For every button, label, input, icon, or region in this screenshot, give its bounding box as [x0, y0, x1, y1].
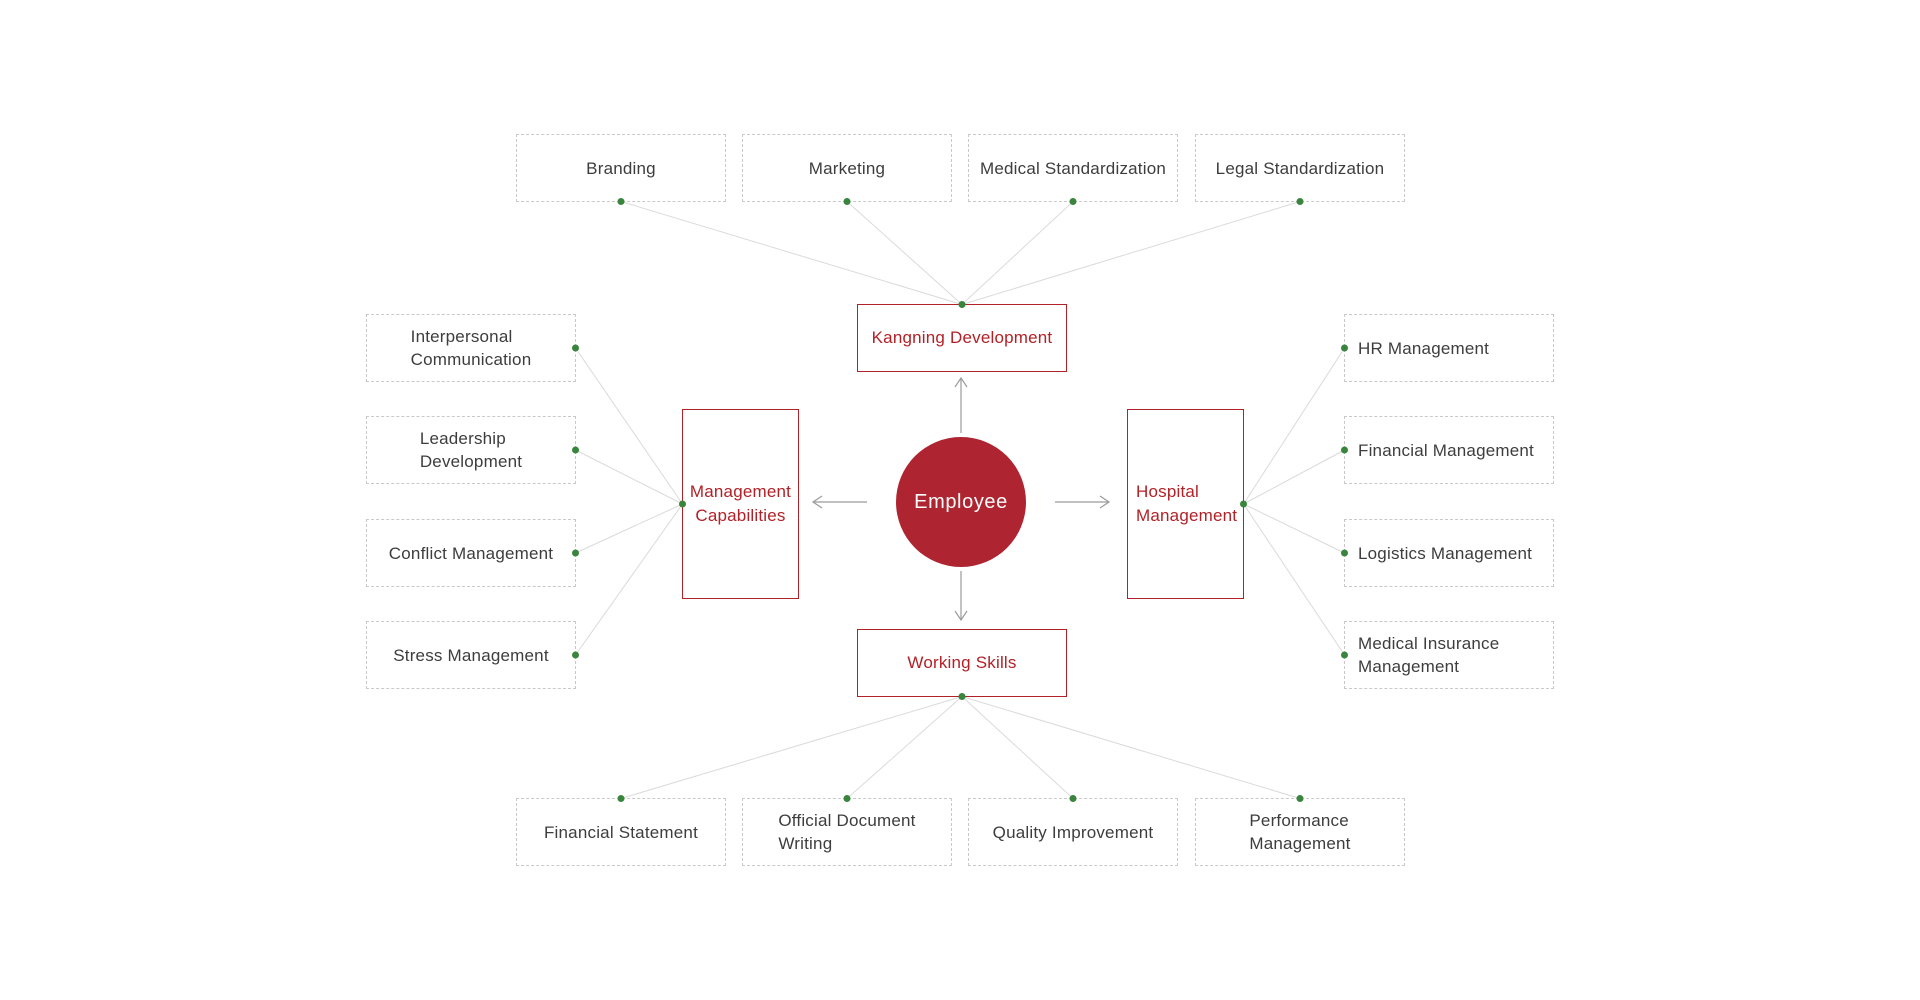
leaf-branding: Branding — [516, 134, 726, 205]
leaf-label: Medical Standardization — [979, 158, 1167, 178]
leaf-label: Marketing — [808, 158, 886, 178]
employee-node: Employee — [896, 437, 1026, 567]
connector-dot — [572, 549, 579, 557]
leaf-financial-statement: Financial Statement — [516, 795, 726, 866]
leaf-label: Official Document Writing — [778, 811, 916, 853]
connector-dot — [843, 198, 851, 205]
connector-dot — [843, 795, 851, 802]
leaf-leadership-development: Leadership Development — [366, 416, 579, 484]
connector-dot — [572, 446, 579, 454]
connector-dot — [958, 693, 966, 700]
leaf-label: Medical Insurance Management — [1358, 634, 1500, 676]
leaf-stress-management: Stress Management — [366, 621, 579, 689]
employee-label: Employee — [914, 490, 1008, 513]
connector-dot — [1341, 549, 1348, 557]
leaf-quality-improvement: Quality Improvement — [968, 795, 1178, 866]
leaf-official-document-writing: Official Document Writing — [742, 795, 952, 866]
connector-dot — [572, 651, 579, 659]
leaf-interpersonal-communication: Interpersonal Communication — [366, 314, 579, 382]
connector-dot — [1341, 651, 1348, 659]
leaf-label: Financial Statement — [543, 822, 699, 842]
leaf-hr-management: HR Management — [1341, 314, 1554, 382]
leaf-label: Interpersonal Communication — [410, 327, 532, 369]
hub-label: Kangning Development — [871, 328, 1053, 347]
connector-dot — [617, 795, 625, 802]
hub-label: Working Skills — [907, 653, 1017, 672]
leaf-medical-standardization: Medical Standardization — [968, 134, 1178, 205]
leaf-medical-insurance-management: Medical Insurance Management — [1341, 621, 1554, 689]
connector-dot — [1341, 344, 1348, 352]
connector-dot — [1296, 795, 1304, 802]
connector-dot — [958, 301, 966, 308]
leaf-marketing: Marketing — [742, 134, 952, 205]
leaf-performance-management: Performance Management — [1195, 795, 1405, 866]
leaf-conflict-management: Conflict Management — [366, 519, 579, 587]
leaf-logistics-management: Logistics Management — [1341, 519, 1554, 587]
leaf-legal-standardization: Legal Standardization — [1195, 134, 1405, 205]
leaf-label: Quality Improvement — [992, 822, 1154, 842]
connector-dot — [1296, 198, 1304, 205]
connector-dot — [1069, 198, 1077, 205]
leaf-label: Logistics Management — [1358, 543, 1533, 563]
hub-hospital-management: Hospital Management — [1127, 409, 1247, 599]
hub-kangning-development: Kangning Development — [857, 301, 1067, 372]
connector-dot — [1240, 500, 1247, 508]
leaf-label: HR Management — [1358, 338, 1490, 358]
leaf-label: Stress Management — [393, 645, 549, 665]
connector-dot — [1069, 795, 1077, 802]
hub-label: Management Capabilities — [689, 482, 792, 525]
hub-management-capabilities: Management Capabilities — [679, 409, 799, 599]
connector-dot — [679, 500, 686, 508]
connector-dot — [572, 344, 579, 352]
leaf-label: Performance Management — [1249, 811, 1351, 853]
leaf-label: Branding — [586, 158, 656, 178]
hub-label: Hospital Management — [1136, 482, 1238, 525]
connector-dot — [617, 198, 625, 205]
hub-working-skills: Working Skills — [857, 629, 1067, 700]
leaf-label: Legal Standardization — [1215, 158, 1385, 178]
leaf-label: Conflict Management — [388, 543, 554, 563]
leaf-financial-management: Financial Management — [1341, 416, 1554, 484]
leaf-label: Leadership Development — [419, 429, 523, 471]
connector-dot — [1341, 446, 1348, 454]
leaf-label: Financial Management — [1358, 440, 1534, 460]
